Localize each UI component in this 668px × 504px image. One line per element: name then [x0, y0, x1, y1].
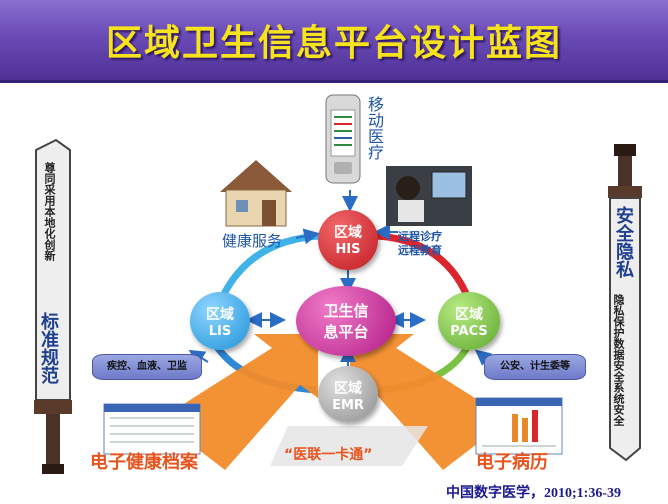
label-emr-record: 电子病历 — [476, 452, 548, 473]
label-remote-education: 远程教育 — [398, 245, 442, 257]
center-platform: 卫生信 息平台 — [296, 286, 396, 356]
label-mobile-medical: 移动医疗 — [365, 96, 384, 160]
label-health-service: 健康服务 — [222, 233, 283, 250]
node-emr: 区域 EMR — [318, 366, 378, 422]
node-pacs-line1: 区域 — [455, 307, 483, 323]
node-lis-line2: LIS — [208, 324, 232, 339]
node-pacs: 区域 PACS — [438, 292, 500, 350]
node-emr-line2: EMR — [332, 398, 364, 413]
center-line1: 卫生信 — [323, 302, 369, 320]
ehr-screenshot — [103, 403, 201, 455]
label-remote-diagnosis: 远程诊疗 — [398, 231, 442, 243]
center-line2: 息平台 — [323, 323, 369, 341]
node-his: 区域 HIS — [318, 210, 378, 270]
node-his-line1: 区域 — [334, 225, 362, 241]
left-database: 疾控、血液、卫监 — [92, 354, 202, 380]
ring-his-pacs — [375, 232, 472, 300]
left-sword — [34, 138, 72, 474]
emr-screenshot — [475, 397, 563, 455]
right-sword — [608, 144, 642, 462]
label-one-card: “医联一卡通” — [284, 447, 373, 463]
right-sword-big-text: 安全隐私 — [613, 206, 634, 278]
left-sword-big-text: 标准规范 — [38, 312, 59, 384]
node-emr-line1: 区域 — [334, 381, 362, 397]
title-banner: 区域卫生信息平台设计蓝图 — [0, 0, 668, 83]
remote-diagnosis-photo — [386, 166, 472, 226]
arrow-right-large — [350, 334, 508, 470]
left-sword-small-text: 尊同采用本地化创新 — [43, 162, 56, 261]
arrow-health-his — [295, 228, 320, 245]
node-his-line2: HIS — [335, 242, 361, 257]
node-pacs-line2: PACS — [450, 324, 488, 339]
page-title: 区域卫生信息平台设计蓝图 — [105, 23, 562, 64]
node-lis: 区域 LIS — [190, 292, 250, 350]
one-card-band — [270, 426, 428, 466]
node-lis-line1: 区域 — [206, 307, 234, 323]
mobile-phone-illustration — [325, 94, 361, 184]
citation: 中国数字医学，2010;1:36-39 — [446, 486, 621, 501]
house-illustration — [220, 160, 292, 227]
label-ehr: 电子健康档案 — [90, 452, 198, 473]
left-database-label: 疾控、血液、卫监 — [107, 361, 187, 372]
right-database-label: 公安、计生委等 — [500, 361, 570, 372]
right-database: 公安、计生委等 — [484, 354, 586, 380]
right-sword-small-text: 隐私保护数据安全系统安全 — [612, 294, 625, 426]
